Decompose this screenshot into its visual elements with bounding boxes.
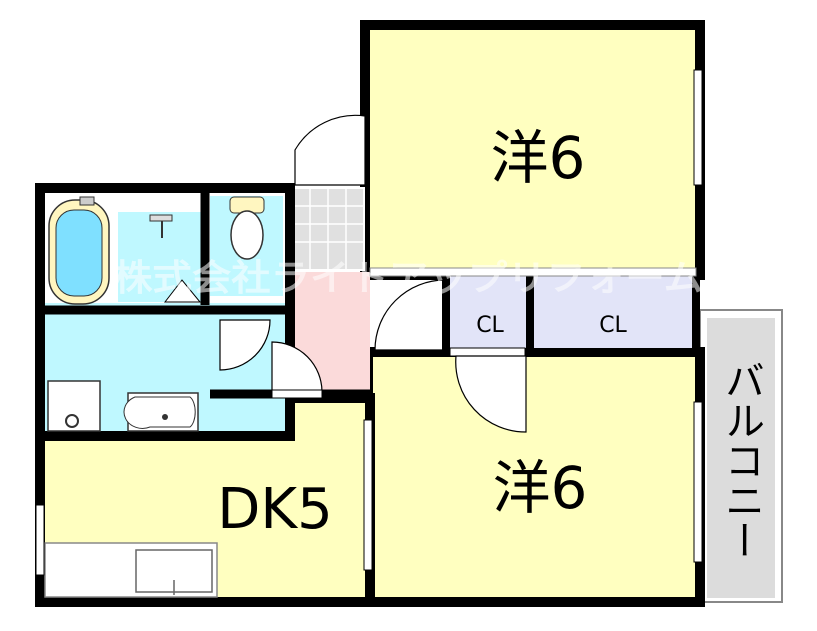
bedroom-door-swing [374, 279, 446, 351]
balcony-floor [707, 318, 775, 598]
label-western-top: 洋6 [491, 124, 586, 192]
bathtub-faucet [79, 196, 95, 206]
washbasin-drain [162, 414, 168, 420]
shower-faucet [149, 214, 173, 222]
room-western-top [360, 20, 705, 280]
window [693, 69, 703, 186]
label-closet-left: CL [476, 313, 504, 338]
closet-door-swing [455, 355, 527, 433]
front-door-swing [294, 114, 366, 186]
closet-right [526, 268, 700, 356]
toilet-bowl [230, 210, 264, 260]
label-western-bottom: 洋6 [493, 454, 588, 522]
watermark: 株式会社ライトアップリフォーム [113, 258, 703, 299]
window [693, 401, 703, 563]
bath-door-mark [163, 279, 202, 303]
washroom-door-swing [219, 319, 271, 371]
label-dining-kitchen: DK5 [217, 477, 332, 542]
label-closet-right: CL [599, 313, 627, 338]
drain-icon [65, 414, 79, 428]
door-frame [449, 347, 526, 357]
door-frame [271, 389, 323, 399]
label-balcony: バルコニー [718, 360, 764, 560]
washbasin-bowl [123, 396, 196, 429]
window [35, 504, 45, 576]
window [363, 419, 373, 571]
sliding-door [369, 267, 697, 277]
bathroom [118, 212, 203, 302]
room-western-bottom [363, 347, 705, 607]
bathtub-water [55, 209, 103, 297]
tile-grid [292, 188, 364, 270]
